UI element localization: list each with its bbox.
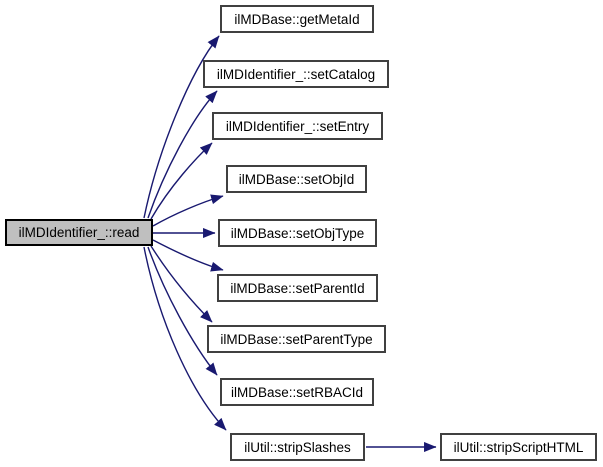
edge-read-to-setentry — [150, 142, 213, 220]
node-ilmdbase-setparenttype[interactable]: ilMDBase::setParentType — [207, 325, 386, 353]
node-ilmdbase-getmetaid[interactable]: ilMDBase::getMetaId — [220, 5, 374, 33]
edge-read-to-setrbacid — [147, 246, 218, 376]
node-ilmdidentifier-setcatalog[interactable]: ilMDIdentifier_::setCatalog — [203, 60, 389, 88]
node-ilmdidentifier-read: ilMDIdentifier_::read — [5, 219, 153, 246]
node-ilmdbase-setobjid[interactable]: ilMDBase::setObjId — [226, 165, 367, 193]
edge-read-to-getmetaid — [143, 35, 220, 219]
edge-read-to-setparentid — [152, 239, 224, 272]
node-ilmdidentifier-setentry[interactable]: ilMDIdentifier_::setEntry — [212, 112, 383, 140]
node-ilmdbase-setobjtype[interactable]: ilMDBase::setObjType — [218, 219, 377, 247]
node-ilmdbase-setrbacid[interactable]: ilMDBase::setRBACId — [220, 378, 374, 406]
edge-read-to-setobjid — [152, 194, 224, 227]
edge-read-to-stripslashes — [143, 246, 227, 431]
node-ilutil-stripslashes[interactable]: ilUtil::stripSlashes — [230, 433, 365, 461]
edge-read-to-setcatalog — [147, 90, 218, 219]
edge-read-to-setparenttype — [150, 245, 213, 323]
node-ilmdbase-setparentid[interactable]: ilMDBase::setParentId — [217, 274, 378, 302]
node-ilutil-stripscripthtml[interactable]: ilUtil::stripScriptHTML — [440, 433, 597, 461]
